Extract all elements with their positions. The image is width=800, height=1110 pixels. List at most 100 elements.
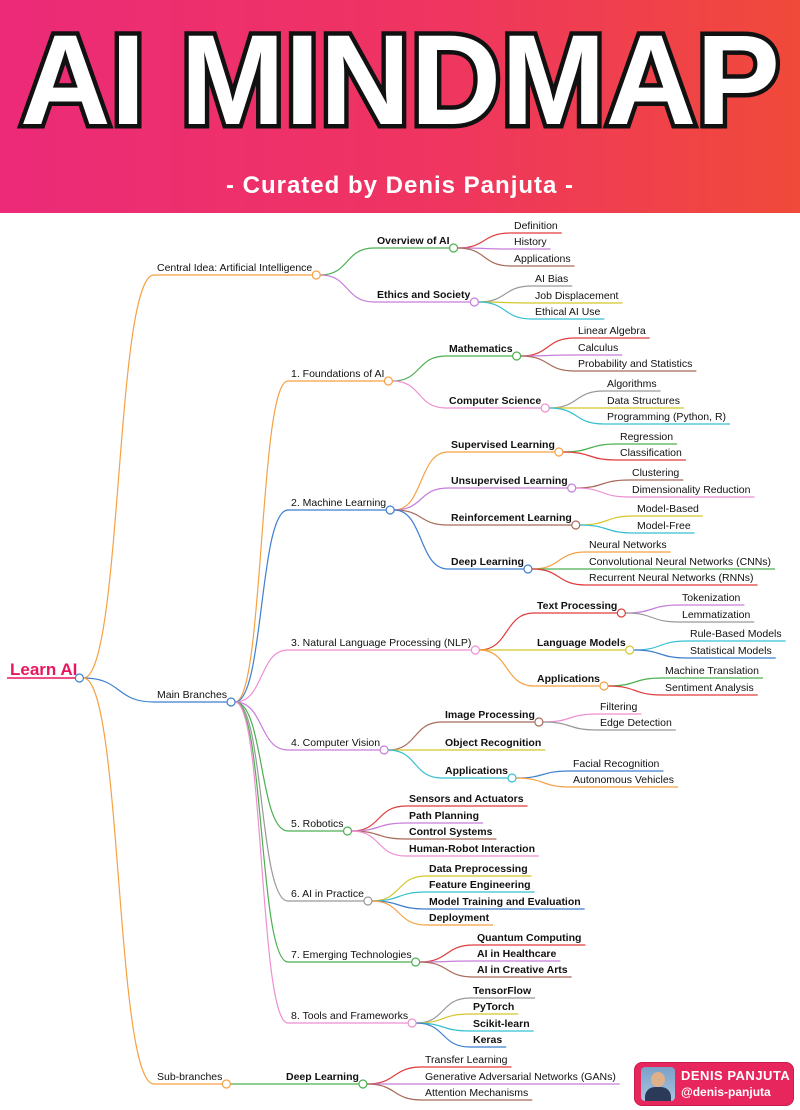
edge-main-ml [234,509,289,703]
collapse-toggle-main[interactable] [226,697,236,707]
node-dimensionality-reduction: Dimensionality Reduction [632,484,751,496]
node-scikit-learn: Scikit-learn [473,1018,530,1030]
edge-unsup-clust [575,479,630,489]
edge-central-overview [320,247,375,276]
edge-textproc-lemma [625,612,680,623]
collapse-toggle-textproc[interactable] [616,608,626,618]
edge-main-found [234,380,289,703]
collapse-toggle-nlp[interactable] [470,645,480,655]
edge-dl-rnn [531,568,587,586]
node-algorithms: Algorithms [607,378,657,390]
mindmap-subtitle: - Curated by Denis Panjuta - [226,172,574,199]
edge-root-main [83,677,155,703]
edge-ethics-aibias [478,285,533,303]
author-handle: @denis-panjuta [681,1085,771,1099]
edge-overview-applications1 [457,247,512,267]
edge-found-cs [392,380,447,409]
node-ai-in-creative-arts: AI in Creative Arts [477,964,568,976]
node-sub-branches: Sub-branches [157,1071,222,1083]
edge-main-tools [234,701,289,1024]
node-generative-adversarial-networks-gans: Generative Adversarial Networks (GANs) [425,1071,616,1083]
edge-imgproc-filtering [542,713,598,723]
collapse-toggle-found[interactable] [383,376,394,386]
collapse-toggle-practice[interactable] [363,896,373,906]
node-central-idea-artificial-intelligence: Central Idea: Artificial Intelligence [157,262,312,274]
edge-cv-cvapps [388,749,443,779]
collapse-toggle-robotics[interactable] [342,826,353,836]
node-rule-based-models: Rule-Based Models [690,628,782,640]
edge-main-emerging [234,701,289,963]
collapse-toggle-emerging[interactable] [411,957,421,967]
collapse-toggle-tools[interactable] [407,1018,417,1028]
node-calculus: Calculus [578,342,618,354]
node-model-training-and-evaluation: Model Training and Evaluation [429,896,581,908]
node-model-free: Model-Free [637,520,691,532]
node-deep-learning: Deep Learning [451,556,524,568]
edge-textproc-token [625,604,680,614]
edge-nlp-textproc [479,612,535,651]
node-programming-python-r: Programming (Python, R) [607,411,726,423]
collapse-toggle-cs[interactable] [540,403,550,413]
edge-ethics-ethicaluse [478,301,533,320]
node-data-structures: Data Structures [607,395,680,407]
node-job-displacement: Job Displacement [535,290,619,302]
collapse-toggle-unsup[interactable] [567,483,577,493]
edge-main-nlp [235,649,289,703]
node-quantum-computing: Quantum Computing [477,932,581,944]
node-model-based: Model-Based [637,503,699,515]
collapse-toggle-rl[interactable] [571,520,581,530]
node-deployment: Deployment [429,912,490,924]
node-definition: Definition [514,220,558,232]
collapse-toggle-nlpapps[interactable] [599,681,609,691]
node-path-planning: Path Planning [409,810,479,822]
edge-subdl-attention [366,1083,423,1101]
node-edge-detection: Edge Detection [600,717,672,729]
edge-emerging-quantum [419,944,475,963]
author-name: DENIS PANJUTA [681,1068,791,1083]
node-transfer-learning: Transfer Learning [425,1054,508,1066]
node-recurrent-neural-networks-rnns: Recurrent Neural Networks (RNNs) [589,572,754,584]
collapse-toggle-subdl[interactable] [358,1079,368,1089]
collapse-toggle-root[interactable] [74,673,84,683]
collapse-toggle-imgproc[interactable] [534,717,544,727]
node-ethics-and-society: Ethics and Society [377,289,471,301]
edge-math-linalg [520,337,576,357]
collapse-toggle-ethics[interactable] [469,297,479,307]
collapse-toggle-math[interactable] [512,351,522,361]
edge-tools-tf [416,997,471,1024]
node-data-preprocessing: Data Preprocessing [429,863,528,875]
node-feature-engineering: Feature Engineering [429,879,531,891]
node-keras: Keras [473,1034,502,1046]
edge-math-prob [520,355,576,372]
node-ai-bias: AI Bias [535,273,568,285]
collapse-toggle-langmodels[interactable] [625,645,635,655]
collapse-toggle-sup[interactable] [554,447,564,457]
edge-practice-dataprep [371,875,427,902]
node-convolutional-neural-networks-cnns: Convolutional Neural Networks (CNNs) [589,556,771,568]
collapse-toggle-dl[interactable] [523,564,533,574]
collapse-toggle-overview[interactable] [448,243,459,253]
author-badge[interactable]: DENIS PANJUTA @denis-panjuta [634,1062,794,1106]
edge-subdl-transfer [366,1066,423,1085]
collapse-toggle-sub[interactable] [221,1079,231,1089]
collapse-toggle-ml[interactable] [385,505,395,515]
node-computer-science: Computer Science [449,395,541,407]
node-human-robot-interaction: Human-Robot Interaction [409,843,535,855]
collapse-toggle-cvapps[interactable] [507,773,517,783]
edge-langmodels-statmodels [633,649,688,659]
node-image-processing: Image Processing [445,709,535,721]
edge-sup-classif [562,451,618,461]
node-clustering: Clustering [632,467,679,479]
header-banner: AI MINDMAP - Curated by Denis Panjuta - [0,0,800,213]
edge-cv-imgproc [388,721,443,751]
edge-imgproc-edge [542,721,598,731]
node-control-systems: Control Systems [409,826,493,838]
node-history: History [514,236,547,248]
node-main-branches: Main Branches [157,689,227,701]
node-7-emerging-technologies: 7. Emerging Technologies [291,949,412,961]
collapse-toggle-cv[interactable] [379,745,389,755]
collapse-toggle-central[interactable] [311,270,321,280]
edge-ml-rl [394,509,449,526]
node-pytorch: PyTorch [473,1001,514,1013]
